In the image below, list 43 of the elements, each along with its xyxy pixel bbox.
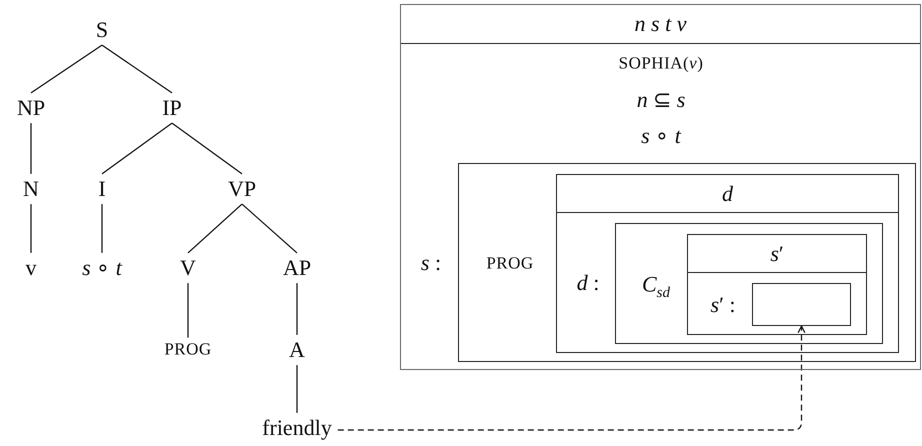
tree-label: VP	[224, 174, 260, 204]
drs-box	[400, 4, 921, 370]
branch-line	[172, 122, 242, 174]
condition-text: s ∘ t	[641, 124, 681, 148]
drs-box	[458, 163, 916, 362]
dashed-arrow	[338, 325, 806, 431]
branch-line	[30, 123, 32, 174]
tree-label: AP	[278, 252, 316, 284]
drs-box	[615, 223, 883, 344]
universe-header: s′	[688, 235, 866, 273]
tree-label: N	[19, 174, 43, 204]
event-label: d :	[576, 270, 600, 296]
tree-label: PROG	[160, 338, 216, 362]
tree-label: NP	[12, 92, 50, 124]
tree-label: S	[92, 14, 112, 46]
branch-line	[296, 283, 298, 335]
drs-box	[556, 174, 899, 353]
tree-label: A	[285, 334, 309, 366]
branch-line	[30, 44, 102, 94]
tree-label: v	[22, 252, 40, 284]
tree-label: s ∘ t	[78, 252, 126, 284]
branch-line	[296, 365, 298, 413]
tree-label: friendly	[258, 412, 336, 444]
branch-line	[30, 204, 32, 253]
branch-line	[188, 204, 242, 254]
operator-label: PROG	[486, 254, 534, 274]
branch-line	[102, 44, 172, 94]
universe-header: d	[557, 175, 898, 213]
condition-text: SOPHIA(v)	[618, 54, 704, 74]
empty-box	[752, 283, 851, 326]
branch-line	[242, 204, 298, 254]
predicate-label: C$_{sd}$	[642, 272, 670, 302]
tree-label: I	[94, 174, 110, 204]
tree-label: V	[176, 252, 200, 284]
branch-line	[187, 283, 189, 338]
branch-line	[101, 204, 103, 253]
state-label: s′ :	[710, 292, 736, 318]
universe-header: n s t v	[401, 5, 920, 44]
tree-label: IP	[158, 92, 186, 124]
state-label: s :	[420, 250, 442, 276]
condition-text: n ⊆ s	[636, 88, 686, 112]
drs-box	[687, 234, 867, 335]
branch-line	[102, 122, 172, 174]
